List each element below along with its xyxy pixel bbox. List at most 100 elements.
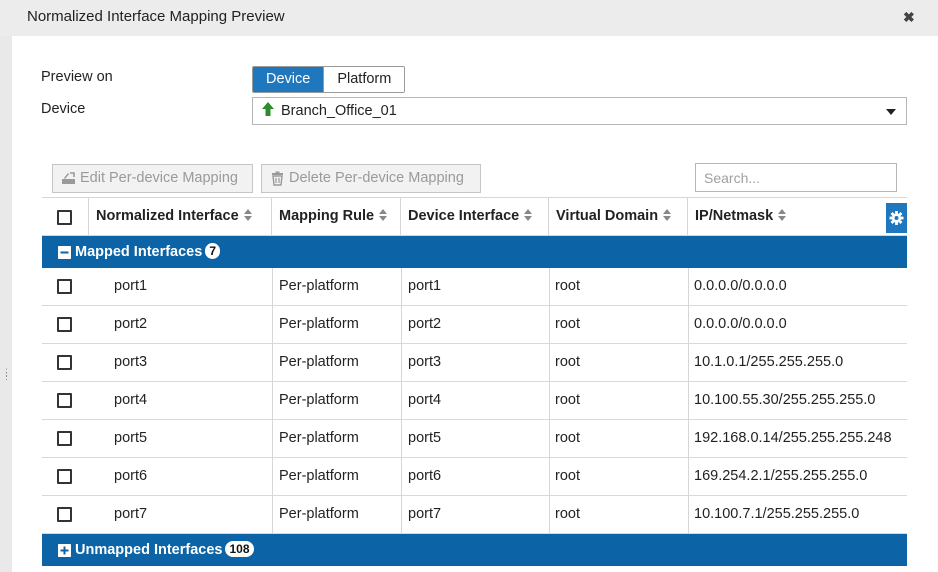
delete-mapping-button[interactable]: Delete Per-device Mapping bbox=[261, 164, 481, 193]
table-row[interactable]: port4Per-platformport4root10.100.55.30/2… bbox=[42, 382, 907, 420]
device-interface-cell: port7 bbox=[408, 496, 441, 534]
sort-icon bbox=[778, 209, 786, 221]
mapping-rule-cell: Per-platform bbox=[279, 382, 359, 420]
header-device-interface[interactable]: Device Interface bbox=[401, 198, 549, 235]
row-checkbox[interactable] bbox=[57, 355, 72, 370]
preview-device-option[interactable]: Device bbox=[253, 67, 323, 93]
trash-icon bbox=[270, 171, 285, 186]
column-divider bbox=[401, 496, 402, 534]
preview-platform-option[interactable]: Platform bbox=[323, 67, 404, 93]
dialog-title: Normalized Interface Mapping Preview bbox=[27, 8, 285, 25]
header-virtual-domain-label: Virtual Domain bbox=[556, 208, 658, 224]
row-checkbox[interactable] bbox=[57, 507, 72, 522]
ip-netmask-cell: 10.1.0.1/255.255.255.0 bbox=[694, 344, 843, 382]
column-divider bbox=[688, 344, 689, 382]
ip-netmask-cell: 0.0.0.0/0.0.0.0 bbox=[694, 268, 787, 306]
preview-on-label: Preview on bbox=[41, 69, 113, 85]
column-divider bbox=[401, 344, 402, 382]
virtual-domain-cell: root bbox=[555, 306, 580, 344]
grid-header: Normalized Interface Mapping Rule Device… bbox=[42, 197, 907, 236]
resize-grip-icon[interactable]: ⋮⋮ bbox=[2, 370, 11, 378]
edit-mapping-icon bbox=[61, 171, 76, 186]
mapping-rule-cell: Per-platform bbox=[279, 344, 359, 382]
ip-netmask-cell: 10.100.7.1/255.255.255.0 bbox=[694, 496, 859, 534]
column-divider bbox=[688, 382, 689, 420]
sort-icon bbox=[663, 209, 671, 221]
table-row[interactable]: port1Per-platformport1root0.0.0.0/0.0.0.… bbox=[42, 268, 907, 306]
edit-mapping-button[interactable]: Edit Per-device Mapping bbox=[52, 164, 253, 193]
virtual-domain-cell: root bbox=[555, 382, 580, 420]
edit-mapping-label: Edit Per-device Mapping bbox=[80, 170, 238, 186]
normalized-interface-cell: port3 bbox=[114, 344, 147, 382]
column-settings-button[interactable] bbox=[886, 203, 907, 233]
column-divider bbox=[401, 268, 402, 306]
row-checkbox[interactable] bbox=[57, 431, 72, 446]
row-checkbox[interactable] bbox=[57, 279, 72, 294]
table-row[interactable]: port6 Per-platform port6 root 169.254.2.1/25… bbox=[42, 458, 907, 496]
column-divider bbox=[272, 496, 273, 534]
row-checkbox[interactable] bbox=[57, 393, 72, 408]
sort-icon bbox=[379, 209, 387, 221]
column-divider bbox=[401, 306, 402, 344]
unmapped-group-title: Unmapped Interfaces bbox=[75, 542, 222, 558]
normalized-interface-cell: port7 bbox=[114, 496, 147, 534]
virtual-domain-cell: root bbox=[555, 268, 580, 306]
select-all-checkbox[interactable] bbox=[57, 210, 72, 225]
preview-on-toggle: Device Platform bbox=[252, 66, 405, 93]
collapse-icon bbox=[58, 246, 71, 259]
normalized-interface-cell: port4 bbox=[114, 382, 147, 420]
device-select[interactable]: Branch_Office_01 bbox=[252, 97, 907, 125]
search-input[interactable] bbox=[695, 163, 897, 192]
ip-netmask-cell: 169.254.2.1/255.255.255.0 bbox=[694, 458, 867, 496]
mapping-rule-cell: Per-platform bbox=[279, 420, 359, 458]
virtual-domain-cell: root bbox=[555, 344, 580, 382]
device-interface-cell: port4 bbox=[408, 382, 441, 420]
row-checkbox[interactable] bbox=[57, 317, 72, 332]
normalized-interface-cell: port1 bbox=[114, 268, 147, 306]
table-row[interactable]: port7Per-platformport7root10.100.7.1/255… bbox=[42, 496, 907, 534]
table-row[interactable]: port2Per-platformport2root0.0.0.0/0.0.0.… bbox=[42, 306, 907, 344]
virtual-domain-cell: root bbox=[555, 458, 580, 496]
column-divider bbox=[688, 268, 689, 306]
virtual-domain-cell: root bbox=[555, 496, 580, 534]
column-divider bbox=[549, 458, 550, 496]
header-ip-netmask-label: IP/Netmask bbox=[695, 208, 773, 224]
device-interface-cell: port5 bbox=[408, 420, 441, 458]
header-virtual-domain[interactable]: Virtual Domain bbox=[549, 198, 688, 235]
column-divider bbox=[549, 306, 550, 344]
header-normalized-interface[interactable]: Normalized Interface bbox=[89, 198, 272, 235]
unmapped-interfaces-group[interactable]: Unmapped Interfaces108 bbox=[42, 534, 907, 566]
mapped-count-badge: 7 bbox=[205, 243, 220, 259]
mapped-interfaces-group[interactable]: Mapped Interfaces7 bbox=[42, 236, 907, 268]
column-divider bbox=[272, 344, 273, 382]
normalized-interface-cell: port5 bbox=[114, 420, 147, 458]
header-mapping-rule[interactable]: Mapping Rule bbox=[272, 198, 401, 235]
mapping-rule-cell: Per-platform bbox=[279, 458, 359, 496]
header-ip-netmask[interactable]: IP/Netmask bbox=[688, 198, 886, 235]
device-interface-cell: port2 bbox=[408, 306, 441, 344]
delete-mapping-label: Delete Per-device Mapping bbox=[289, 170, 464, 186]
mapping-rule-cell: Per-platform bbox=[279, 268, 359, 306]
device-interface-cell: port6 bbox=[408, 458, 441, 496]
column-divider bbox=[549, 420, 550, 458]
normalized-interface-cell: port2 bbox=[114, 306, 147, 344]
mapped-interfaces-label: Mapped Interfaces7 bbox=[75, 243, 220, 260]
close-icon[interactable]: ✖ bbox=[903, 9, 915, 26]
column-divider bbox=[272, 420, 273, 458]
row-checkbox[interactable] bbox=[57, 469, 72, 484]
table-row[interactable]: port5Per-platformport5root192.168.0.14/2… bbox=[42, 420, 907, 458]
sort-icon bbox=[524, 209, 532, 221]
header-device-interface-label: Device Interface bbox=[408, 208, 519, 224]
sort-icon bbox=[244, 209, 252, 221]
table-row[interactable]: port3 Per-platform port3 root 10.1.0.1/255.2… bbox=[42, 344, 907, 382]
column-divider bbox=[549, 382, 550, 420]
mapped-group-title: Mapped Interfaces bbox=[75, 244, 202, 260]
gear-icon bbox=[886, 203, 907, 233]
device-interface-cell: port3 bbox=[408, 344, 441, 382]
column-divider bbox=[272, 268, 273, 306]
column-divider bbox=[401, 382, 402, 420]
select-all-header bbox=[42, 198, 89, 235]
normalized-interface-cell: port6 bbox=[114, 458, 147, 496]
unmapped-interfaces-label: Unmapped Interfaces108 bbox=[75, 541, 254, 558]
column-divider bbox=[549, 496, 550, 534]
